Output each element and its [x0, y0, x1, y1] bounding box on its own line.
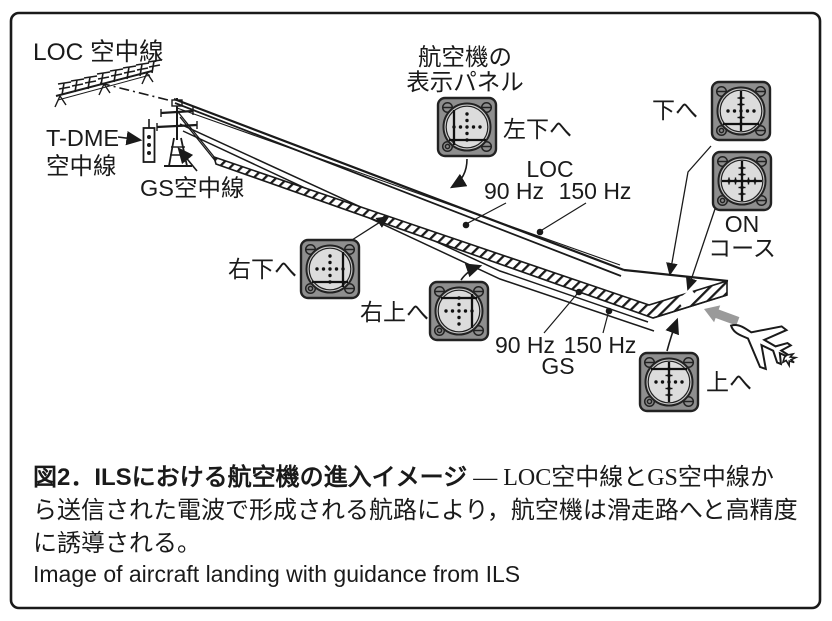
caption-line2: ら送信された電波で形成される航路により，航空機は滑走路へと高精度 — [33, 498, 798, 524]
gs-antenna-label: GS空中線 — [140, 175, 244, 201]
panel-label-line1: 航空機の — [418, 44, 512, 70]
gs-90hz-label: 90 Hz — [495, 332, 555, 358]
gauge-right-up-label: 右上へ — [360, 299, 429, 325]
caption-line3: に誘導される。 — [33, 531, 201, 557]
gauge-up-label: 上へ — [706, 369, 752, 395]
runway-threshold-gap — [677, 289, 697, 308]
figure-border — [9, 11, 822, 610]
tdme-label-line1: T-DME — [46, 125, 119, 151]
gauge-right-down-label: 右下へ — [228, 256, 297, 282]
gauge-left-down-label: 左下へ — [503, 116, 572, 142]
gauge-up — [638, 351, 700, 413]
aircraft-tail-burst — [781, 352, 799, 369]
caption-line1: 図2．ILSにおける航空機の進入イメージ ― LOC空中線とGS空中線か — [33, 457, 774, 492]
gauge-right-up — [428, 280, 490, 342]
gauge-left-down — [436, 96, 498, 158]
gs-beam-name: GS — [541, 353, 574, 379]
gs-beam-lines — [179, 123, 655, 332]
approach-direction-arrow — [704, 305, 740, 326]
gauge-on-course-label-line2: コース — [708, 235, 776, 261]
gauge-right-down — [299, 238, 361, 300]
gauge-down — [710, 80, 772, 142]
caption-english: Image of aircraft landing with guidance … — [33, 561, 521, 587]
freq-leaders — [462, 202, 613, 334]
runway — [212, 155, 729, 319]
course-dash-dot-line — [99, 82, 173, 102]
loc-beam-lines — [173, 97, 625, 277]
gs-150hz-label: 150 Hz — [564, 332, 637, 358]
aircraft-icon — [729, 323, 799, 371]
tdme-antenna — [142, 119, 156, 163]
pointer-arrows — [117, 131, 717, 352]
tdme-label-line2: 空中線 — [46, 153, 117, 179]
caption-title: 図2．ILSにおける航空機の進入イメージ — [33, 464, 468, 491]
loc-antenna-label: LOC 空中線 — [33, 38, 164, 66]
loc-beam-name: LOC — [526, 156, 573, 182]
panel-label-line2: 表示パネル — [406, 69, 524, 95]
loc-150hz-label: 150 Hz — [559, 178, 632, 204]
gauge-on-course — [711, 150, 773, 212]
caption-line1-rest: ― LOC空中線とGS空中線か — [467, 465, 774, 491]
loc-90hz-label: 90 Hz — [484, 178, 544, 204]
gauge-down-label: 下へ — [652, 97, 698, 123]
gauge-on-course-label-line1: ON — [725, 211, 760, 237]
